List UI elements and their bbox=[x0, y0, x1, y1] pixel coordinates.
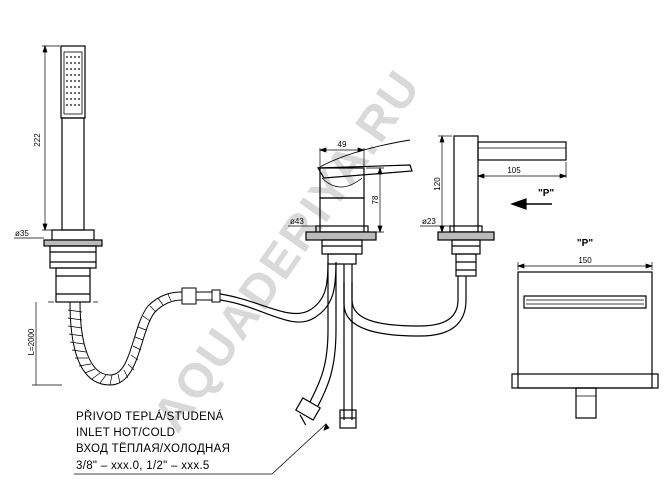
label-105: 105 bbox=[507, 166, 521, 175]
note-line-3: ВХОД ТЁПЛАЯ/ХОЛОДНАЯ bbox=[76, 443, 230, 455]
spout bbox=[437, 135, 567, 277]
supply-hoses bbox=[295, 329, 357, 429]
label-hose-length: L=2000 bbox=[27, 328, 36, 355]
label-49: 49 bbox=[338, 140, 347, 149]
label-120: 120 bbox=[433, 177, 442, 191]
view-p bbox=[511, 262, 659, 419]
label-78: 78 bbox=[371, 195, 380, 204]
label-dia-35: ø35 bbox=[15, 229, 29, 238]
note-line-4: 3/8" – xxx.0, 1/2" – xxx.5 bbox=[76, 460, 210, 472]
label-dia-23: ø23 bbox=[422, 217, 436, 226]
shower-nozzles bbox=[66, 56, 80, 106]
dim-hand-shower-length bbox=[42, 44, 60, 232]
label-150: 150 bbox=[578, 256, 592, 265]
dim-mixer bbox=[288, 147, 384, 234]
label-dia-43: ø43 bbox=[290, 217, 304, 226]
spout-hose bbox=[343, 276, 467, 337]
label-222: 222 bbox=[33, 133, 42, 147]
view-title: "P" bbox=[577, 238, 593, 249]
shower-hose bbox=[67, 287, 221, 386]
note-line-1: PŘIVOD TEPLÁ/STUDENÁ bbox=[76, 410, 224, 423]
watermark-text: AQUADERIYA.RU bbox=[143, 61, 431, 441]
note-line-2: INLET HOT/COLD bbox=[76, 427, 175, 439]
view-marker-label: "P" bbox=[538, 188, 554, 199]
dim-spout bbox=[420, 134, 568, 234]
dim-hose-length bbox=[32, 302, 62, 386]
view-arrow bbox=[510, 198, 552, 210]
hand-shower bbox=[43, 45, 103, 303]
note-leader bbox=[74, 423, 330, 475]
diverter-hose bbox=[219, 261, 337, 323]
